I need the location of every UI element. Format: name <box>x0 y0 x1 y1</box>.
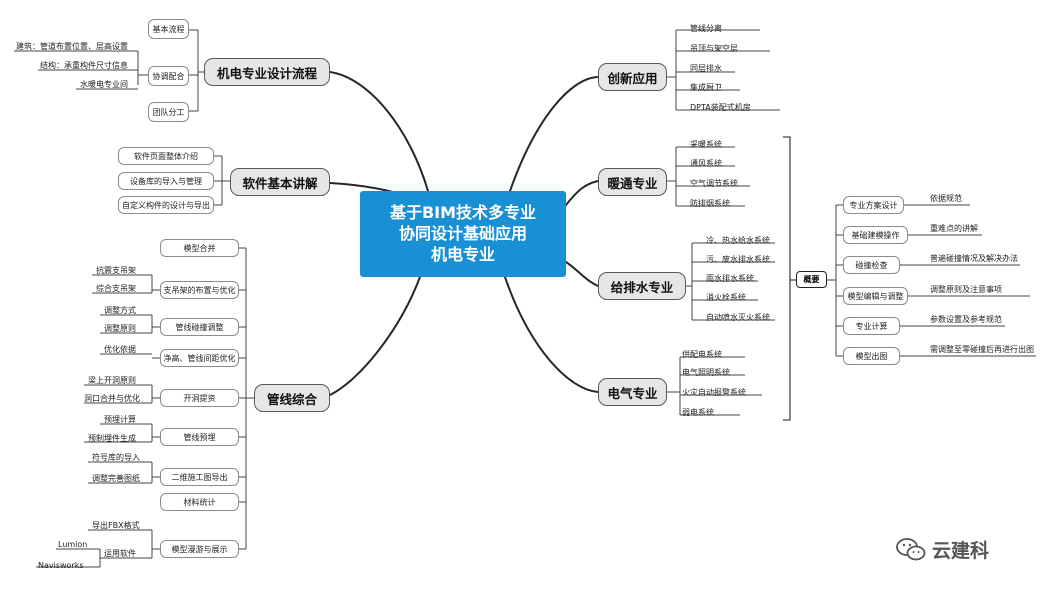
leaf-seismic-support: 抗震支吊架 <box>96 266 136 275</box>
leaf-same-floor-drain: 同层排水 <box>690 64 722 73</box>
leaf-architecture: 建筑：管道布置位置、层高设置 <box>16 42 128 51</box>
central-topic-line2: 协同设计基础应用 <box>398 224 527 243</box>
leaf-lumion: Lumion <box>58 540 88 549</box>
leaf-water-supply: 冷、热水给水系统 <box>706 236 770 245</box>
leaf-weak-current: 弱电系统 <box>682 408 714 417</box>
topic-custom-components[interactable]: 自定义构件的设计与导出 <box>118 196 214 214</box>
leaf-air-conditioning: 空气调节系统 <box>690 179 738 188</box>
leaf-optimize-basis: 优化依据 <box>104 345 136 354</box>
leaf-power-distribution: 供配电系统 <box>682 350 722 359</box>
topic-model-merge[interactable]: 模型合并 <box>160 239 239 257</box>
topic-clearance-optimize[interactable]: 净高、管线间距优化 <box>160 349 239 367</box>
branch-mep-design-process[interactable]: 机电专业设计流程 <box>204 58 330 86</box>
leaf-combined-support: 综合支吊架 <box>96 284 136 293</box>
leaf-ventilation: 通风系统 <box>690 159 722 168</box>
leaf-opening-merge: 洞口合并与优化 <box>84 394 140 403</box>
leaf-prefab-calc: 预埋计算 <box>104 415 136 424</box>
topic-coordination[interactable]: 协调配合 <box>148 66 189 86</box>
leaf-drainage: 污、废水排水系统 <box>706 255 770 264</box>
leaf-adjust-notes: 调整原则及注意事项 <box>930 285 1002 294</box>
leaf-ceiling-support: 吊顶与架空层 <box>690 44 738 53</box>
leaf-lighting: 电气照明系统 <box>682 368 730 377</box>
topic-collision-adjust[interactable]: 管线碰撞调整 <box>160 318 239 336</box>
leaf-pipe-separation: 管线分离 <box>690 24 722 33</box>
branch-water-supply-drainage[interactable]: 给排水专业 <box>598 272 686 300</box>
watermark: 云建科 <box>896 536 989 563</box>
leaf-embedded-parts: 预制埋件生成 <box>88 434 136 443</box>
topic-professional-calc[interactable]: 专业计算 <box>843 317 900 335</box>
topic-support-layout[interactable]: 支吊架的布置与优化 <box>160 281 239 299</box>
topic-opening-submit[interactable]: 开洞提资 <box>160 389 239 407</box>
leaf-drawing-after-adjust: 需调整至零碰撞后再进行出图 <box>930 345 1034 354</box>
topic-software-ui[interactable]: 软件页面整体介绍 <box>118 147 214 165</box>
topic-library-import[interactable]: 设备库的导入与管理 <box>118 172 214 190</box>
branch-hvac[interactable]: 暖通专业 <box>598 168 667 196</box>
wechat-icon <box>896 537 926 560</box>
leaf-collision-solutions: 普遍碰撞情况及解决办法 <box>930 254 1018 263</box>
leaf-standards: 依据规范 <box>930 194 962 203</box>
topic-pipe-prefab[interactable]: 管线预埋 <box>160 428 239 446</box>
leaf-hydrant: 消火栓系统 <box>706 293 746 302</box>
leaf-structure: 结构：承重构件尺寸信息 <box>40 61 128 70</box>
branch-innovation[interactable]: 创新应用 <box>598 63 667 91</box>
topic-team-division[interactable]: 团队分工 <box>148 102 189 122</box>
central-topic-line1: 基于BIM技术多专业 <box>389 203 537 222</box>
branch-electrical[interactable]: 电气专业 <box>598 378 667 406</box>
leaf-opening-principle: 梁上开洞原则 <box>88 376 136 385</box>
leaf-dpta-room: DPTA装配式机房 <box>690 103 751 112</box>
leaf-rainwater: 雨水排水系统 <box>706 274 754 283</box>
topic-material-stats[interactable]: 材料统计 <box>160 493 239 511</box>
topic-design-plan[interactable]: 专业方案设计 <box>843 196 904 214</box>
leaf-export-fbx: 导出FBX格式 <box>92 521 140 530</box>
leaf-use-software: 运用软件 <box>104 549 136 558</box>
leaf-navisworks: Navisworks <box>38 561 84 570</box>
branch-software-basics[interactable]: 软件基本讲解 <box>230 168 330 196</box>
leaf-adjust-principle: 调整原则 <box>104 324 136 333</box>
leaf-smoke-control: 防排烟系统 <box>690 199 730 208</box>
topic-2d-drawing-export[interactable]: 二维施工图导出 <box>160 468 239 486</box>
topic-basic-process[interactable]: 基本流程 <box>148 19 189 39</box>
leaf-hvac-plumbing-electrical: 水暖电专业间 <box>80 80 128 89</box>
central-topic-line3: 机电专业 <box>430 245 495 264</box>
leaf-key-points: 重难点的讲解 <box>930 224 978 233</box>
topic-model-walkthrough[interactable]: 模型漫游与展示 <box>160 540 239 558</box>
topic-model-edit[interactable]: 模型编辑与调整 <box>843 287 908 305</box>
watermark-text: 云建科 <box>932 540 990 562</box>
leaf-drawing-refine: 调整完善图纸 <box>92 474 140 483</box>
topic-basic-modeling[interactable]: 基础建模操作 <box>843 226 908 244</box>
leaf-fire-alarm: 火灾自动报警系统 <box>682 388 746 397</box>
leaf-integrated-bath: 集成厨卫 <box>690 83 722 92</box>
central-topic: 基于BIM技术多专业 协同设计基础应用 机电专业 <box>360 191 566 277</box>
leaf-adjust-method: 调整方式 <box>104 306 136 315</box>
leaf-heating: 采暖系统 <box>690 140 722 149</box>
branch-pipeline-integration[interactable]: 管线综合 <box>254 384 330 412</box>
leaf-sprinkler: 自动喷水灭火系统 <box>706 313 770 322</box>
topic-collision-check[interactable]: 碰撞检查 <box>843 256 900 274</box>
topic-model-drawing[interactable]: 模型出图 <box>843 347 900 365</box>
leaf-parameter-settings: 参数设置及参考规范 <box>930 315 1002 324</box>
leaf-symbol-import: 符号库的导入 <box>92 453 140 462</box>
overview-node[interactable]: 概要 <box>796 271 827 288</box>
